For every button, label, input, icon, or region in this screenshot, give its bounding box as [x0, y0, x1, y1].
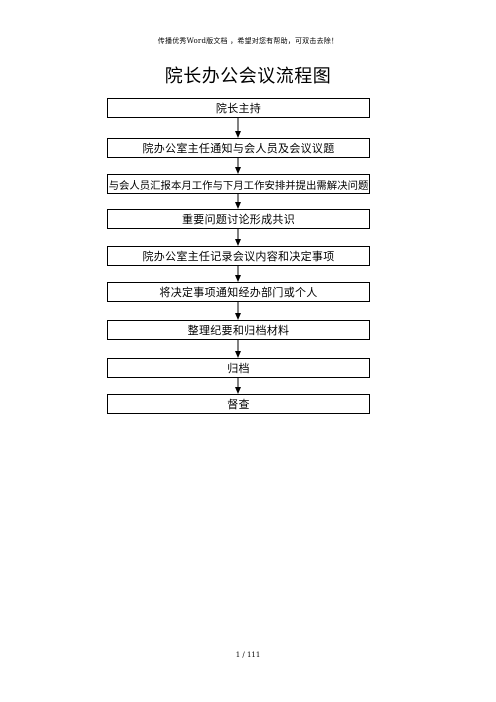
arrow-5 [235, 266, 241, 282]
flow-step-supervise: 督查 [107, 394, 370, 414]
flow-step-record-minutes: 院办公室主任记录会议内容和决定事项 [107, 246, 370, 266]
arrow-3 [235, 194, 241, 209]
flow-step-label: 整理纪要和归档材料 [187, 324, 290, 337]
flow-step-label: 将决定事项通知经办部门或个人 [159, 286, 318, 299]
arrow-7 [235, 340, 241, 358]
flow-step-archive: 归档 [107, 358, 370, 378]
flow-step-discuss-consensus: 重要问题讨论形成共识 [107, 209, 370, 229]
flow-step-label: 重要问题讨论形成共识 [182, 213, 295, 226]
arrow-1 [235, 118, 241, 138]
flow-step-organize-materials: 整理纪要和归档材料 [107, 320, 370, 340]
arrow-4 [235, 229, 241, 246]
header-note: 传播优秀Word版文档 ，希望对您有帮助，可双击去除！ [157, 37, 339, 45]
page-number: 1 / 111 [235, 651, 261, 659]
flow-step-report-work: 与会人员汇报本月工作与下月工作安排并提出需解决问题 [107, 174, 370, 194]
arrow-8 [235, 378, 241, 394]
flow-step-chair: 院长主持 [107, 98, 370, 118]
arrow-6 [235, 302, 241, 320]
arrow-2 [235, 158, 241, 174]
flow-step-label: 院长主持 [215, 102, 262, 115]
flow-step-label: 督查 [227, 398, 250, 411]
flow-step-label: 院办公室主任记录会议内容和决定事项 [142, 250, 335, 263]
page-title: 院长办公会议流程图 [164, 66, 332, 87]
flow-step-notify-departments: 将决定事项通知经办部门或个人 [107, 282, 370, 302]
flow-step-label: 归档 [227, 362, 250, 375]
flow-step-label: 与会人员汇报本月工作与下月工作安排并提出需解决问题 [108, 179, 369, 192]
flow-step-notify-attendees: 院办公室主任通知与会人员及会议议题 [107, 138, 370, 158]
flow-step-label: 院办公室主任通知与会人员及会议议题 [142, 142, 335, 155]
